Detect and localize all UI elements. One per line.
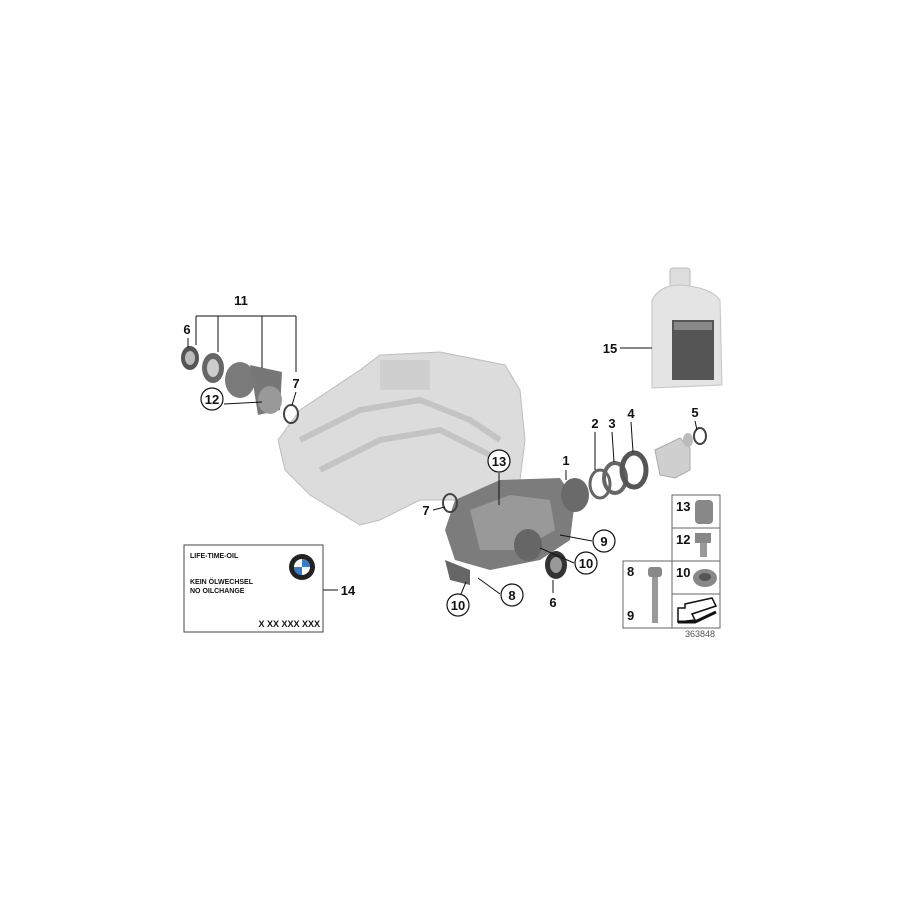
direction-arrow-icon	[677, 597, 718, 624]
bmw-logo-icon	[289, 554, 315, 580]
callout-circle-10	[574, 551, 598, 575]
callout-11: 11	[234, 293, 248, 308]
callout-4: 4	[627, 406, 635, 421]
callout-10b: 10	[451, 598, 465, 613]
hardware-9: 9	[627, 608, 634, 623]
hardware-13: 13	[676, 499, 690, 514]
callout-3: 3	[608, 416, 615, 431]
bolt-12-icon	[695, 533, 711, 557]
life-time-oil-label: LIFE-TIME-OIL KEIN ÖLWECHSEL NO OILCHANG…	[183, 544, 324, 633]
label-line2: KEIN ÖLWECHSEL	[190, 577, 254, 586]
shims-and-flange	[588, 427, 707, 500]
label-line1: LIFE-TIME-OIL	[190, 553, 239, 560]
leader-lines	[187, 315, 698, 595]
oil-bottle	[651, 267, 723, 389]
callout-15: 15	[603, 341, 617, 356]
callout-1: 1	[562, 453, 569, 468]
callout-circle-12	[200, 387, 224, 411]
callout-10: 10	[579, 556, 593, 571]
label-part-number: X XX XXX XXX	[258, 619, 320, 629]
hardware-box: 13 12 10 8 9	[622, 494, 721, 629]
callout-7: 7	[292, 376, 299, 391]
callout-7b: 7	[422, 503, 429, 518]
callout-2: 2	[591, 416, 598, 431]
nut-10-icon	[693, 569, 717, 587]
callout-14: 14	[341, 583, 356, 598]
label-line3: NO OILCHANGE	[190, 588, 245, 595]
callout-circle-8	[500, 583, 524, 607]
output-flange-assembly	[181, 346, 299, 424]
callout-6b: 6	[549, 595, 556, 610]
callout-circle-13	[487, 449, 511, 473]
hardware-10: 10	[676, 565, 690, 580]
bolt-8-9-icon	[648, 567, 662, 623]
hardware-12: 12	[676, 532, 690, 547]
callout-8: 8	[508, 588, 515, 603]
nut-13-icon	[695, 500, 713, 524]
front-differential	[442, 478, 589, 585]
hardware-8: 8	[627, 564, 634, 579]
callout-12: 12	[205, 392, 219, 407]
callout-circle-10b	[446, 593, 470, 617]
callout-13: 13	[492, 454, 506, 469]
callout-6: 6	[183, 322, 190, 337]
callout-5: 5	[691, 405, 698, 420]
callout-circle-9	[592, 529, 616, 553]
oil-pan-housing	[277, 351, 526, 526]
diagram-id: 363848	[685, 629, 715, 639]
callout-9: 9	[600, 534, 607, 549]
